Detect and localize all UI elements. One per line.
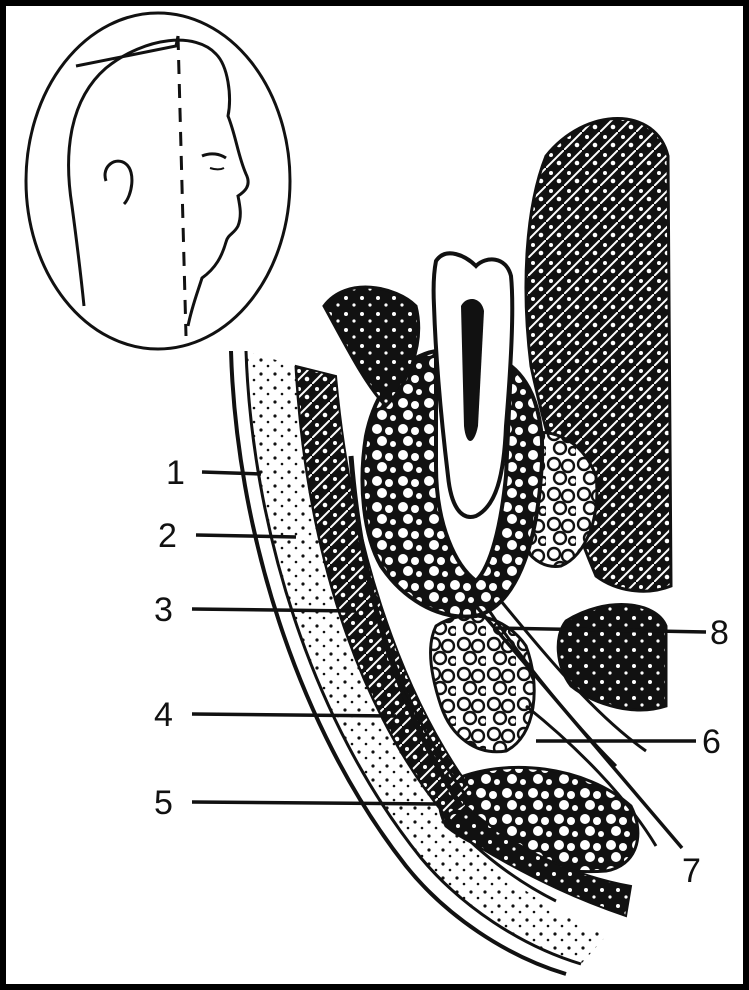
label-4: 4 xyxy=(154,698,173,732)
inset-circle xyxy=(26,13,290,349)
label-8: 8 xyxy=(710,616,729,650)
leader-3 xyxy=(192,609,356,611)
label-7: 7 xyxy=(682,854,701,888)
section-drawing xyxy=(231,119,671,975)
leader-4 xyxy=(192,714,396,716)
label-6: 6 xyxy=(702,725,721,759)
label-2: 2 xyxy=(158,519,177,553)
label-1: 1 xyxy=(166,456,185,490)
leader-5 xyxy=(192,802,436,804)
label-3: 3 xyxy=(154,593,173,627)
label-5: 5 xyxy=(154,786,173,820)
leader-1 xyxy=(202,472,261,474)
diagram-canvas: 1 2 3 4 5 6 7 8 xyxy=(6,6,743,984)
leader-2 xyxy=(196,535,296,537)
anatomy-illustration xyxy=(6,6,743,984)
head-inset xyxy=(26,13,290,349)
dark-mass xyxy=(558,605,666,710)
fat-lobules xyxy=(431,616,535,752)
